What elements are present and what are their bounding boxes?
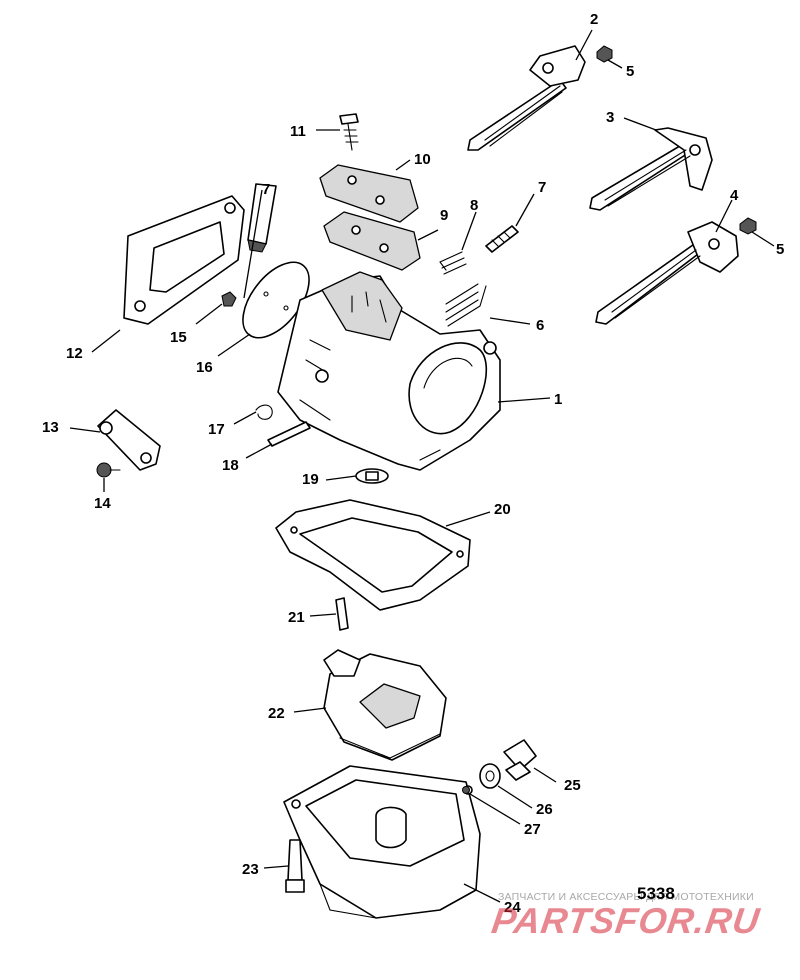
callout-24: 24 xyxy=(504,899,521,916)
gasket-9 xyxy=(323,211,421,271)
gasket-12 xyxy=(123,195,245,325)
callout-11: 11 xyxy=(290,123,306,140)
throttle-shaft-3 xyxy=(589,127,713,211)
throttle-shaft-4 xyxy=(595,221,739,325)
callout-6: 6 xyxy=(536,317,544,334)
watermark-tagline: ЗАПЧАСТИ И АКСЕССУАРЫ ДЛЯ МОТОТЕХНИКИ xyxy=(498,891,754,903)
callout-5b: 5 xyxy=(776,241,784,258)
callout-14: 14 xyxy=(94,495,111,512)
drain-plug-25 xyxy=(503,739,537,781)
screw-15 xyxy=(221,291,237,307)
screw-5-top xyxy=(596,45,613,63)
carburetor-body-1 xyxy=(277,271,501,471)
callout-23: 23 xyxy=(242,861,259,878)
spring-8 xyxy=(439,251,467,275)
lever-13 xyxy=(97,409,161,471)
callout-4: 4 xyxy=(730,187,739,204)
pin-18 xyxy=(267,421,311,447)
callout-7b: 7 xyxy=(262,181,270,198)
throttle-shaft-2 xyxy=(467,45,586,151)
callout-labels: 2 5 3 4 5 6 7 8 9 10 11 7 12 13 14 15 16… xyxy=(42,11,784,916)
gasket-20 xyxy=(275,499,471,611)
plate-10 xyxy=(319,164,419,223)
watermark-logo: PARTSFOR.RU xyxy=(489,900,763,941)
callout-9: 9 xyxy=(440,207,448,224)
callout-17: 17 xyxy=(208,421,225,438)
callout-21: 21 xyxy=(288,609,305,626)
gasket-26 xyxy=(479,763,501,789)
callout-12: 12 xyxy=(66,345,83,362)
pin-21 xyxy=(335,597,349,631)
callout-3: 3 xyxy=(606,109,614,126)
leader-lines xyxy=(69,29,775,903)
screw-14 xyxy=(96,462,121,478)
callout-1: 1 xyxy=(554,391,562,408)
callout-22: 22 xyxy=(268,705,285,722)
callout-8: 8 xyxy=(470,197,478,214)
washer-19 xyxy=(355,468,389,484)
callout-5a: 5 xyxy=(626,63,634,80)
screw-23 xyxy=(285,839,305,893)
screw-7-needle xyxy=(485,225,519,253)
callout-10: 10 xyxy=(414,151,431,168)
float-22 xyxy=(323,649,447,761)
spring-6 xyxy=(445,283,487,327)
callout-19: 19 xyxy=(302,471,319,488)
callout-15: 15 xyxy=(170,329,187,346)
callout-20: 20 xyxy=(494,501,511,518)
figure-number: 5338 xyxy=(637,884,675,903)
callout-7a: 7 xyxy=(538,179,546,196)
callout-25: 25 xyxy=(564,777,581,794)
screw-11 xyxy=(339,113,359,151)
screw-5-right xyxy=(739,217,757,235)
callout-16: 16 xyxy=(196,359,213,376)
callout-26: 26 xyxy=(536,801,553,818)
callout-18: 18 xyxy=(222,457,239,474)
callout-2: 2 xyxy=(590,11,598,28)
callout-13: 13 xyxy=(42,419,59,436)
clip-17 xyxy=(255,404,273,420)
ball-27 xyxy=(462,786,470,794)
callout-27: 27 xyxy=(524,821,541,838)
float-bowl-24 xyxy=(283,765,481,919)
